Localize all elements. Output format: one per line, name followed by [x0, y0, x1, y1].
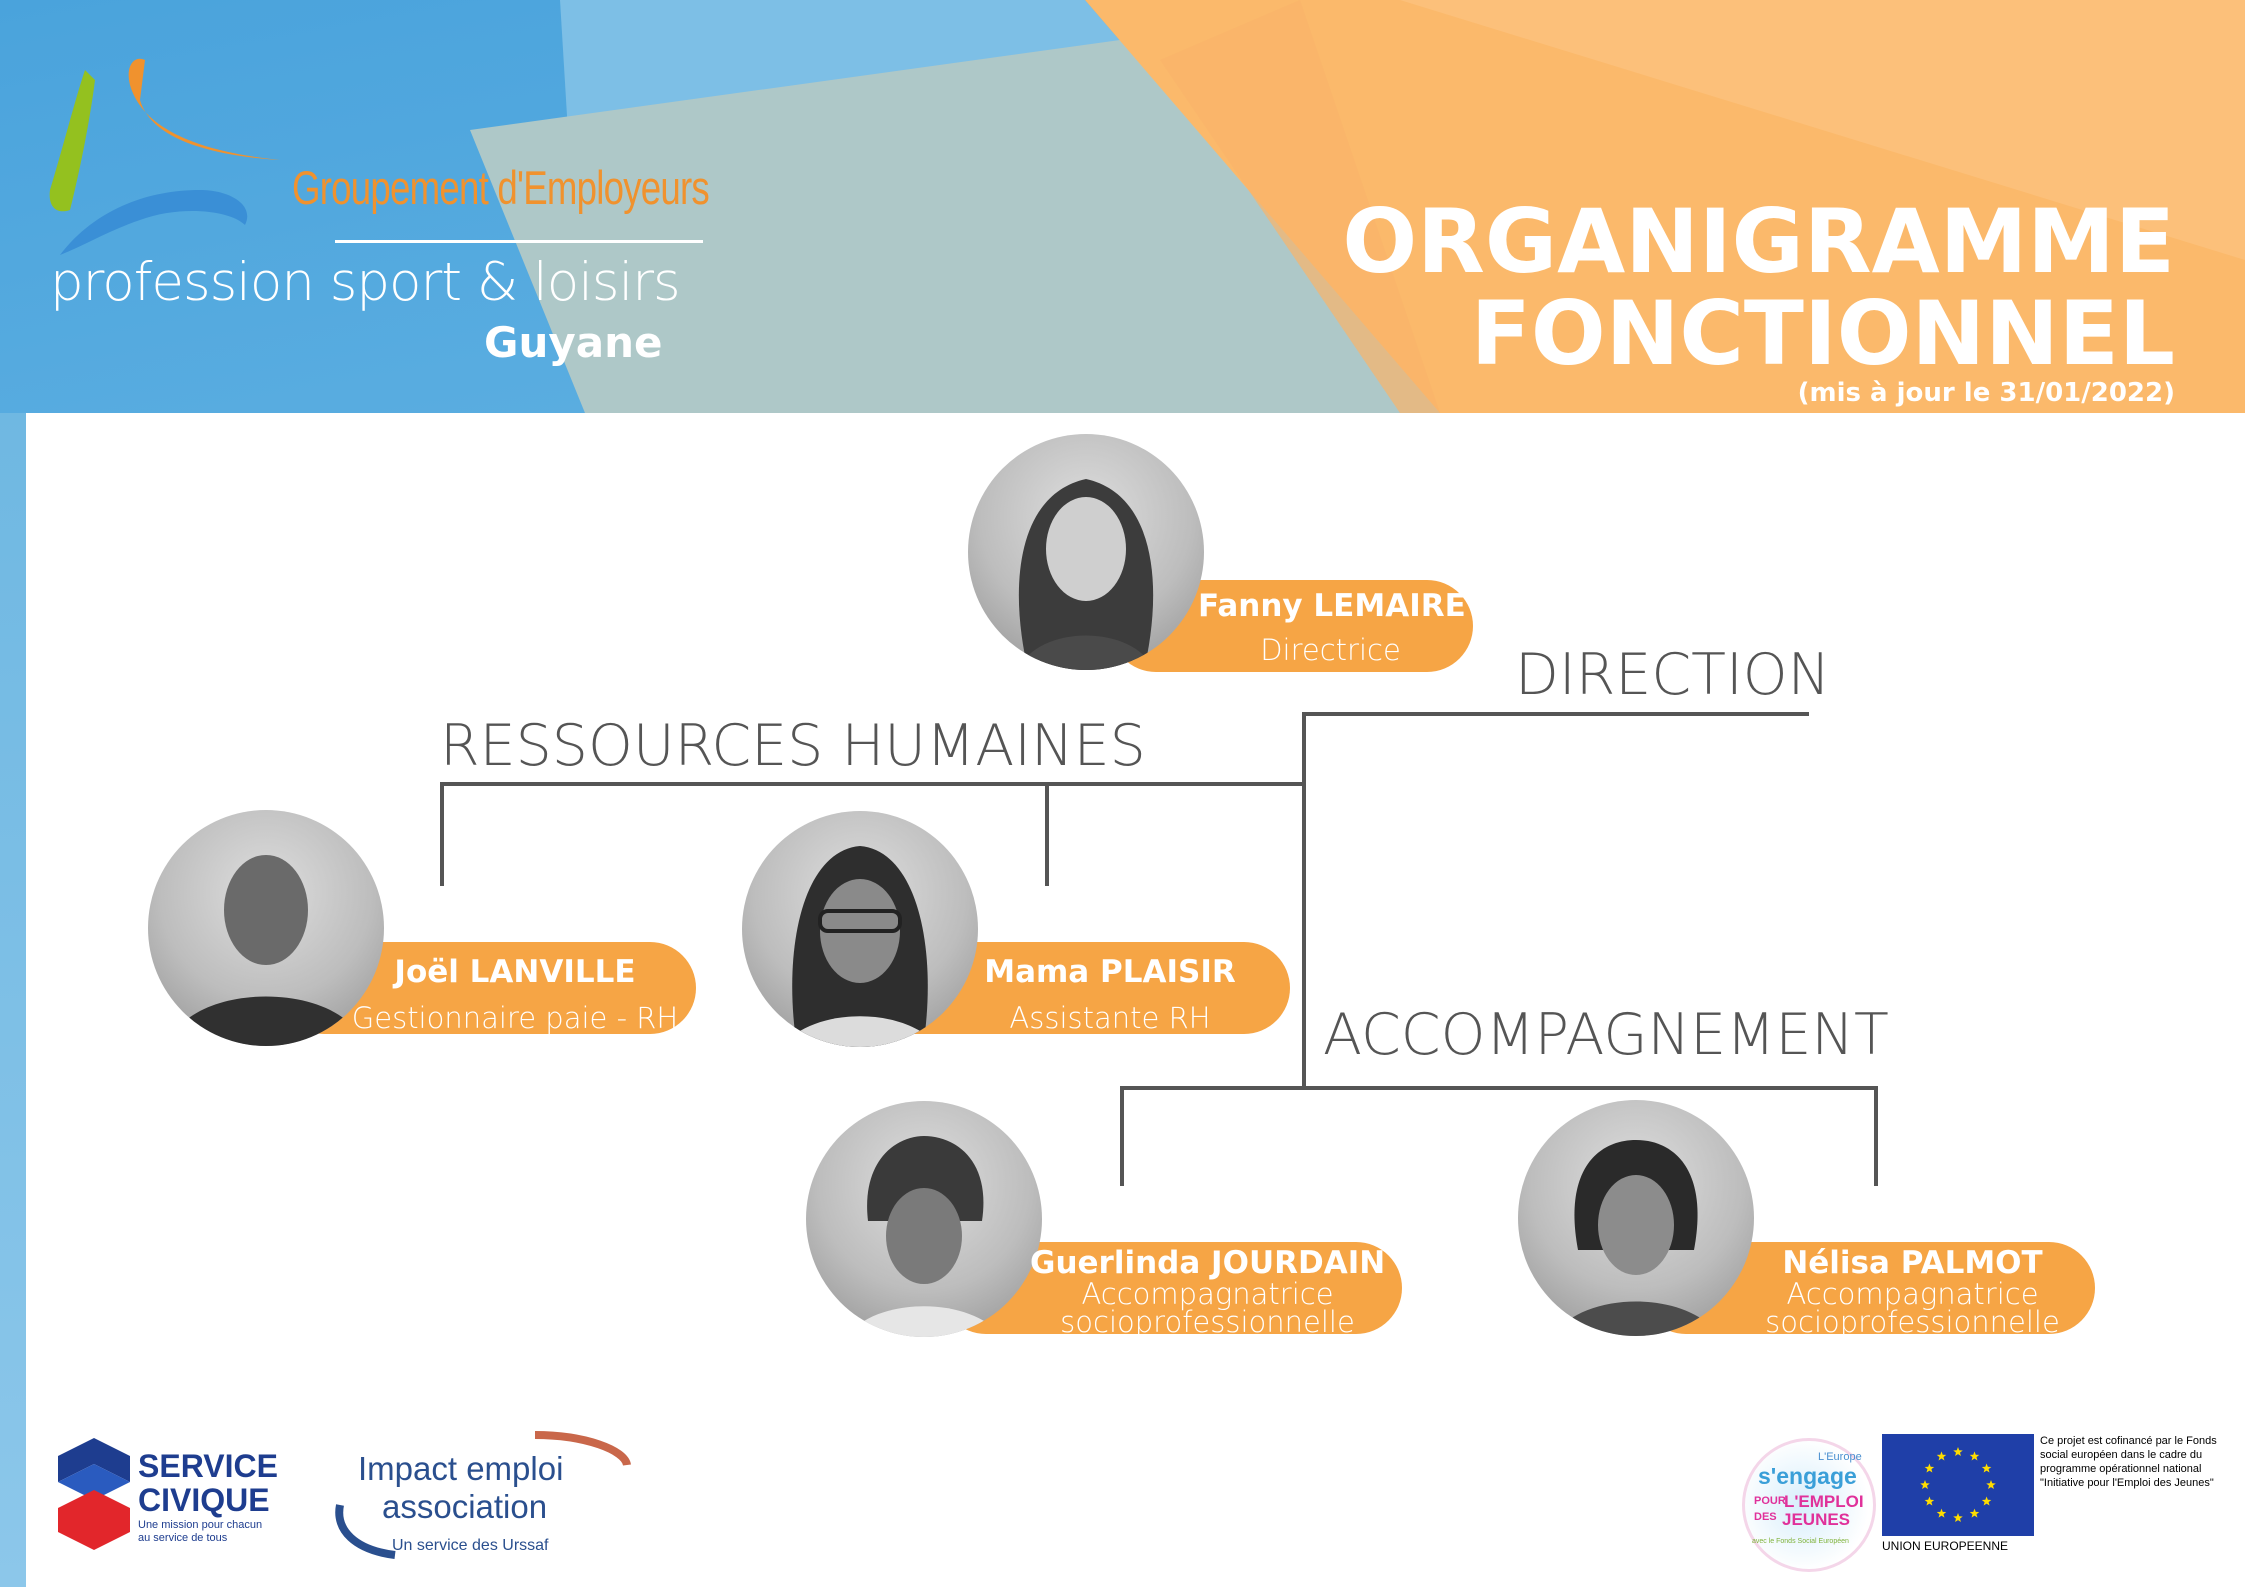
eu-funding-text: Ce projet est cofinancé par le Fonds soc… — [2040, 1435, 2217, 1489]
eu-flag-icon — [1882, 1434, 2034, 1536]
avatar-guerlinda — [806, 1101, 1042, 1337]
trunk-vertical-line — [1302, 712, 1306, 1086]
section-direction-label: DIRECTION — [1515, 642, 1831, 708]
eu-star-icon — [1924, 1496, 1935, 1506]
avatar-nelisa — [1518, 1100, 1754, 1336]
impact-emploi-name-line1: Impact emploi — [358, 1450, 564, 1487]
rh-left-drop — [440, 782, 444, 886]
acc-horizontal-line — [1120, 1086, 1878, 1090]
service-civique-tagline-line1: Une mission pour chacun — [138, 1519, 263, 1531]
rh-right-drop — [1045, 782, 1049, 886]
eu-star-icon — [1986, 1480, 1996, 1490]
service-civique-logo-icon — [58, 1438, 130, 1550]
person-role: socioprofessionnelle — [1765, 1305, 2060, 1339]
person-name: Guerlinda JOURDAIN — [1030, 1245, 1386, 1281]
page-title-line2: FONCTIONNEL — [1470, 282, 2175, 385]
logo-swoosh-icon — [49, 58, 280, 255]
section-rh-label: RESSOURCES HUMAINES — [440, 713, 1146, 779]
eu-star-icon — [1953, 1447, 1963, 1457]
person-role: Accompagnatrice — [1786, 1277, 2039, 1311]
europe-jeunes-engage: s'engage — [1758, 1463, 1857, 1489]
eu-star-icon — [1936, 1508, 1947, 1518]
eu-star-icon — [1969, 1508, 1980, 1518]
header-banner — [0, 0, 2245, 413]
impact-emploi-arc-icon — [335, 1431, 631, 1559]
left-accent-strip — [0, 413, 26, 1587]
person-name: Mama PLAISIR — [984, 954, 1236, 990]
service-civique-name-line1: SERVICE — [138, 1448, 278, 1484]
page-title-line1: ORGANIGRAMME — [1342, 190, 2175, 293]
person-role: Assistante RH — [1009, 1001, 1211, 1035]
europe-jeunes-logo — [1742, 1438, 1876, 1572]
avatar-joel — [148, 810, 384, 1046]
europe-jeunes-pour: POUR — [1754, 1495, 1786, 1507]
eu-star-icon — [1981, 1496, 1992, 1506]
person-name: Fanny LEMAIRE — [1198, 588, 1466, 624]
person-role: Accompagnatrice — [1081, 1277, 1334, 1311]
service-civique-name-line2: CIVIQUE — [138, 1482, 270, 1518]
europe-jeunes-arc-text: avec le Fonds Social Européen — [1752, 1538, 1849, 1545]
person-name: Nélisa PALMOT — [1782, 1245, 2043, 1281]
page-subtitle: (mis à jour le 31/01/2022) — [1797, 378, 2175, 408]
person-role: socioprofessionnelle — [1060, 1305, 1355, 1339]
eu-star-icon — [1969, 1451, 1980, 1461]
impact-emploi-name-line2: association — [382, 1488, 548, 1525]
rh-horizontal-line — [440, 782, 1306, 786]
europe-jeunes-jeunes: JEUNES — [1782, 1510, 1851, 1529]
section-accompagnement-label: ACCOMPAGNEMENT — [1323, 1002, 1889, 1068]
logo-divider — [335, 240, 703, 243]
direction-underline — [1303, 712, 1809, 716]
impact-emploi-tagline: Un service des Urssaf — [392, 1537, 549, 1554]
service-civique-tagline-line2: au service de tous — [138, 1532, 228, 1544]
person-name: Joël LANVILLE — [394, 954, 636, 990]
person-role: Directrice — [1260, 633, 1401, 667]
eu-star-icon — [1924, 1463, 1935, 1473]
eu-star-icon — [1920, 1480, 1930, 1490]
avatar-fanny — [968, 434, 1204, 670]
eu-star-icon — [1936, 1451, 1947, 1461]
logo-guyane-text: Guyane — [484, 318, 663, 367]
logo-profession-text: profession sport & loisirs — [50, 252, 681, 313]
europe-jeunes-emploi: L'EMPLOI — [1784, 1492, 1864, 1511]
eu-star-icon — [1953, 1513, 1963, 1523]
acc-right-drop — [1874, 1086, 1878, 1186]
acc-left-drop — [1120, 1086, 1124, 1186]
eu-star-icon — [1981, 1463, 1992, 1473]
europe-jeunes-small: L'Europe — [1818, 1451, 1862, 1463]
europe-jeunes-des: DES — [1754, 1511, 1777, 1523]
logo-groupement-text: Groupement d'Employeurs — [292, 161, 710, 214]
avatar-mama — [742, 811, 978, 1047]
person-role: Gestionnaire paie - RH — [351, 1001, 679, 1035]
eu-caption: UNION EUROPEENNE — [1882, 1539, 2009, 1553]
